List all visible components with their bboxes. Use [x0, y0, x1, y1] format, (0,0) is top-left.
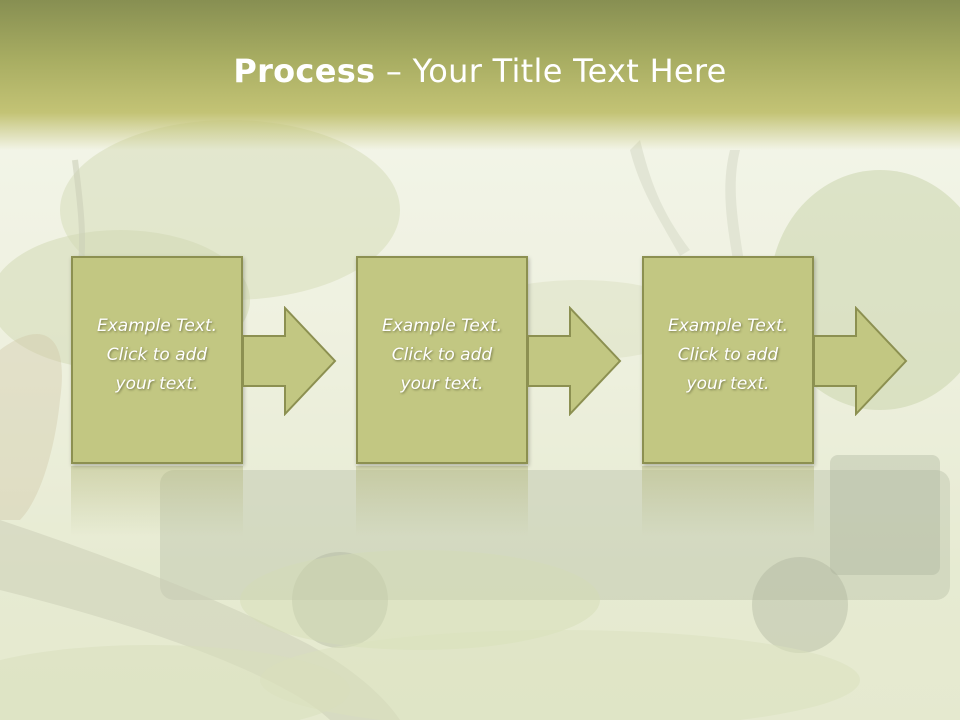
step-3-line-3: your text.: [686, 374, 770, 394]
process-step-1[interactable]: Example Text. Click to add your text.: [71, 256, 243, 464]
step-1-reflection: [71, 466, 243, 536]
arrow-right-icon: [814, 306, 908, 416]
slide-title-bold: Process: [233, 52, 376, 90]
step-3-reflection: [642, 466, 814, 536]
step-2-reflection: [356, 466, 528, 536]
title-bar: [0, 0, 960, 150]
slide-title[interactable]: Process – Your Title Text Here: [0, 52, 960, 90]
step-1-line-3: your text.: [115, 374, 199, 394]
step-3-line-1: Example Text.: [667, 316, 789, 336]
process-step-3[interactable]: Example Text. Click to add your text.: [642, 256, 814, 464]
step-3-text[interactable]: Example Text. Click to add your text.: [644, 312, 812, 399]
step-2-line-3: your text.: [400, 374, 484, 394]
step-1-text[interactable]: Example Text. Click to add your text.: [73, 312, 241, 399]
slide-title-rest: – Your Title Text Here: [375, 52, 727, 90]
process-step-2[interactable]: Example Text. Click to add your text.: [356, 256, 528, 464]
step-3-line-2: Click to add: [677, 345, 779, 365]
arrow-right-icon: [243, 306, 337, 416]
arrow-right-icon: [528, 306, 622, 416]
step-2-line-2: Click to add: [391, 345, 493, 365]
step-2-line-1: Example Text.: [381, 316, 503, 336]
step-1-line-1: Example Text.: [96, 316, 218, 336]
step-2-text[interactable]: Example Text. Click to add your text.: [358, 312, 526, 399]
step-1-line-2: Click to add: [106, 345, 208, 365]
